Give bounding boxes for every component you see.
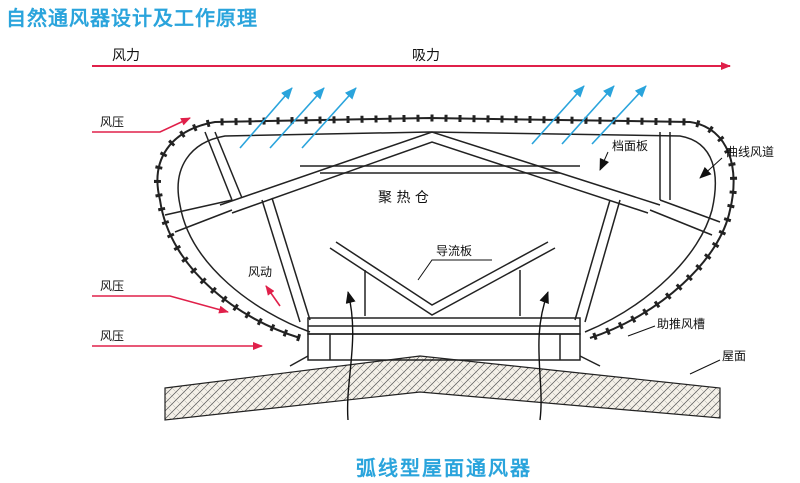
wind-force-label: 风力 [112, 48, 140, 64]
roof-surface-label: 屋面 [722, 349, 746, 363]
page-title: 自然通风器设计及工作原理 [6, 6, 258, 30]
base-frame [289, 317, 601, 367]
frame-struts [164, 131, 721, 323]
updraft-arrow-right [538, 291, 549, 421]
wind-pressure-label-top: 风压 [100, 115, 124, 129]
wind-pressure-label-mid: 风压 [100, 279, 124, 293]
baffle-panel-label: 档面板 [612, 139, 648, 153]
heat-chamber-label: 聚 热 仓 [378, 190, 429, 206]
wind-pressure-arrows [92, 117, 281, 350]
roof-slab [164, 355, 721, 421]
updraft-arrow-left [345, 291, 356, 421]
suction-label: 吸力 [412, 48, 440, 64]
assist-push-slot-label: 助推风槽 [657, 317, 705, 331]
wind-pressure-label-bottom: 风压 [100, 329, 124, 343]
curved-duct-label: 曲线风道 [726, 145, 774, 159]
exhaust-arrows-right [531, 85, 647, 145]
outer-shell [156, 116, 735, 339]
exhaust-arrows-left [239, 87, 357, 149]
inner-shell [177, 131, 717, 333]
guide-plate-label: 导流板 [436, 244, 472, 258]
diagram-caption: 弧线型屋面通风器 [356, 456, 532, 480]
wind-move-label: 风动 [248, 265, 272, 279]
leader-lines [417, 151, 723, 375]
